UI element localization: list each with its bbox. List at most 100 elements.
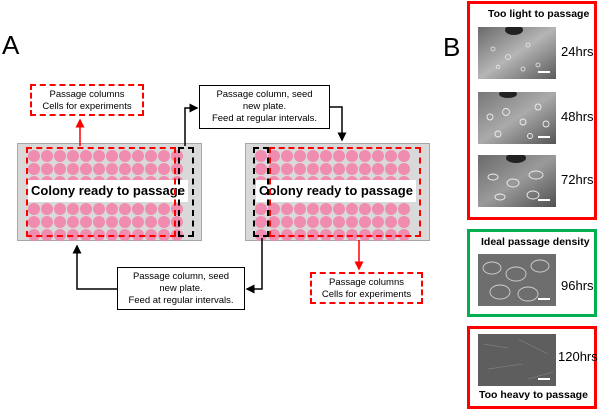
well (319, 202, 332, 215)
well (332, 149, 345, 162)
note-line: new plate. (242, 101, 287, 112)
arrow-seed-note-to-right-plate (330, 106, 347, 142)
well (53, 215, 66, 228)
well (40, 228, 53, 241)
plate-right: Colony ready to passage (245, 143, 430, 241)
well (27, 215, 40, 228)
well (27, 149, 40, 162)
time-label: 96hrs (561, 278, 594, 293)
well (358, 149, 371, 162)
well (293, 202, 306, 215)
well (306, 162, 319, 175)
note-line: Passage columns (49, 89, 125, 100)
wells-bottom-right (254, 202, 410, 241)
note-line: Cells for experiments (42, 101, 132, 112)
group-title: Too heavy to passage (479, 389, 588, 401)
well (254, 149, 267, 162)
well (157, 149, 170, 162)
well (118, 228, 131, 241)
arrow-left-plate-to-seed-note (184, 103, 199, 146)
panel-a-letter: A (2, 30, 20, 60)
well (397, 228, 410, 241)
well (306, 149, 319, 162)
well (105, 228, 118, 241)
well (92, 228, 105, 241)
well (27, 162, 40, 175)
well (384, 202, 397, 215)
well (254, 228, 267, 241)
well (79, 202, 92, 215)
well (105, 215, 118, 228)
well (306, 228, 319, 241)
well (319, 149, 332, 162)
scale-bar (538, 71, 550, 73)
micrograph-48hrs (478, 92, 556, 144)
note-experiments-top: Passage columns Cells for experiments (30, 84, 144, 116)
scale-bar (538, 378, 550, 380)
well (345, 228, 358, 241)
well (27, 202, 40, 215)
well (345, 162, 358, 175)
group-too-heavy: 120hrs Too heavy to passage (467, 326, 598, 409)
well (144, 228, 157, 241)
well (157, 228, 170, 241)
well (384, 228, 397, 241)
well (144, 149, 157, 162)
well (280, 202, 293, 215)
well (131, 215, 144, 228)
well (332, 228, 345, 241)
well (280, 162, 293, 175)
well (345, 149, 358, 162)
colony-label-left: Colony ready to passage (28, 180, 188, 202)
well (131, 149, 144, 162)
note-experiments-bottom: Passage columns Cells for experiments (310, 272, 423, 304)
well (105, 202, 118, 215)
well (105, 162, 118, 175)
well (371, 149, 384, 162)
well (345, 215, 358, 228)
well (53, 228, 66, 241)
group-too-light: Too light to passage 24hrs 48hrs 72hrs (467, 1, 597, 220)
well (280, 149, 293, 162)
arrow-seed-note-to-left-plate (72, 244, 117, 290)
well (384, 149, 397, 162)
well (332, 162, 345, 175)
well (92, 162, 105, 175)
well (293, 149, 306, 162)
well (280, 228, 293, 241)
well (280, 215, 293, 228)
note-line: Cells for experiments (321, 289, 412, 300)
well (397, 149, 410, 162)
well (53, 202, 66, 215)
micrograph-24hrs (478, 27, 556, 79)
time-label: 48hrs (561, 109, 594, 124)
well (40, 215, 53, 228)
experiment-columns-outline-left (26, 147, 176, 237)
note-line: new plate. (159, 283, 203, 294)
group-title: Too light to passage (488, 8, 590, 20)
time-label: 24hrs (561, 44, 594, 59)
well (66, 149, 79, 162)
note-line: Passage column, seed (132, 271, 230, 282)
time-label: 120hrs (558, 349, 598, 364)
well (53, 149, 66, 162)
well (79, 162, 92, 175)
well (293, 228, 306, 241)
well (332, 202, 345, 215)
well (397, 162, 410, 175)
micrograph-72hrs (478, 155, 556, 207)
panel-b-letter: B (443, 32, 461, 62)
note-line: Feed at regular intervals. (211, 113, 318, 124)
group-title: Ideal passage density (481, 236, 590, 248)
well (397, 202, 410, 215)
well (358, 162, 371, 175)
well (254, 162, 267, 175)
time-label: 72hrs (561, 172, 594, 187)
well (345, 202, 358, 215)
well (371, 162, 384, 175)
note-line: Feed at regular intervals. (128, 295, 234, 306)
well (371, 215, 384, 228)
note-line: Passage column, seed (216, 89, 313, 100)
scale-bar (538, 136, 550, 138)
well (40, 149, 53, 162)
